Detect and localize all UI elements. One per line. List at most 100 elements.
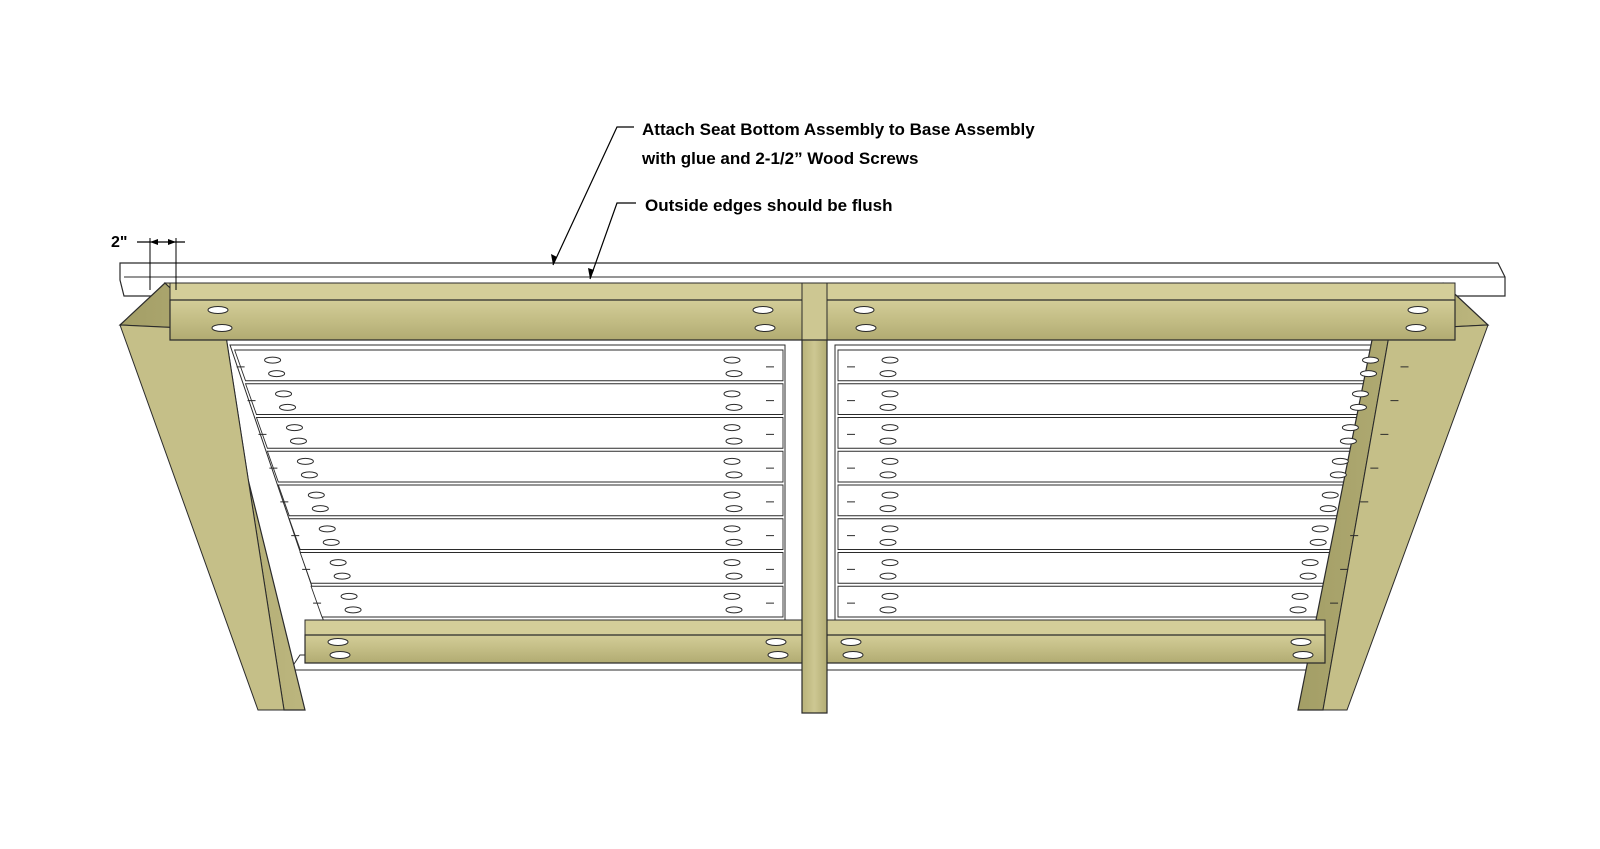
- attach-instruction-line-1: Attach Seat Bottom Assembly to Base Asse…: [642, 120, 1035, 139]
- pocket-hole: [723, 491, 741, 499]
- attach-instruction-line-2: with glue and 2-1/2” Wood Screws: [642, 149, 919, 168]
- pocket-hole: [725, 437, 743, 445]
- rail-pocket-hole: [842, 651, 864, 659]
- pocket-hole: [285, 424, 303, 432]
- pocket-hole: [289, 437, 307, 445]
- slat: [277, 484, 784, 517]
- pocket-hole: [1339, 437, 1357, 445]
- pocket-hole: [268, 370, 286, 378]
- pocket-hole: [1341, 424, 1359, 432]
- slat: [299, 552, 784, 584]
- rail-pocket-hole: [1290, 638, 1312, 646]
- slats-right: [837, 349, 1412, 618]
- slat: [288, 518, 784, 550]
- rail-pocket-hole: [327, 638, 349, 646]
- pocket-hole: [1351, 390, 1369, 398]
- pocket-hole: [1329, 471, 1347, 479]
- pocket-hole: [1319, 505, 1337, 513]
- pocket-hole: [1321, 491, 1339, 499]
- pocket-hole: [723, 525, 741, 533]
- slat: [837, 349, 1412, 382]
- rail-pocket-hole: [329, 651, 351, 659]
- pocket-hole: [725, 403, 743, 411]
- pocket-hole: [311, 505, 329, 513]
- pocket-hole: [725, 572, 743, 580]
- pocket-hole: [723, 424, 741, 432]
- pocket-hole: [1311, 525, 1329, 533]
- pocket-hole: [307, 491, 325, 499]
- rail-pocket-hole: [840, 638, 862, 646]
- slat: [837, 585, 1341, 618]
- slat: [244, 383, 784, 415]
- pocket-hole: [879, 370, 897, 378]
- slat: [837, 417, 1392, 449]
- pocket-hole: [881, 424, 899, 432]
- pocket-hole: [879, 538, 897, 546]
- pocket-hole: [725, 606, 743, 614]
- slat: [837, 518, 1361, 550]
- slat: [255, 417, 784, 449]
- pocket-hole: [1362, 356, 1380, 364]
- dimension-marker: [137, 238, 185, 290]
- pocket-hole: [322, 538, 340, 546]
- flush-leader-line: [588, 202, 636, 280]
- pocket-hole: [344, 606, 362, 614]
- pocket-hole: [725, 538, 743, 546]
- pocket-hole: [725, 370, 743, 378]
- rail-pocket-hole: [853, 306, 875, 314]
- pocket-hole: [881, 525, 899, 533]
- slat: [837, 484, 1371, 517]
- pocket-hole: [723, 356, 741, 364]
- pocket-hole: [1299, 572, 1317, 580]
- rail-pocket-hole: [765, 638, 787, 646]
- pocket-hole: [300, 471, 318, 479]
- pocket-hole: [723, 592, 741, 600]
- rail-pocket-hole: [1405, 324, 1427, 332]
- pocket-hole: [1349, 403, 1367, 411]
- pocket-hole: [881, 592, 899, 600]
- pocket-hole: [1331, 457, 1349, 465]
- pocket-hole: [264, 356, 282, 364]
- pocket-hole: [333, 572, 351, 580]
- slat: [310, 585, 784, 618]
- pocket-hole: [879, 471, 897, 479]
- rail-pocket-hole: [1407, 306, 1429, 314]
- center-stretcher: [801, 282, 828, 714]
- pocket-hole: [879, 572, 897, 580]
- pocket-hole: [881, 457, 899, 465]
- pocket-hole: [879, 606, 897, 614]
- pocket-hole: [723, 559, 741, 567]
- flush-note: Outside edges should be flush: [645, 196, 893, 215]
- rail-pocket-hole: [752, 306, 774, 314]
- attach-leader-line: [551, 126, 634, 266]
- pocket-hole: [881, 356, 899, 364]
- pocket-hole: [1309, 538, 1327, 546]
- pocket-hole: [296, 457, 314, 465]
- slat: [837, 552, 1351, 584]
- pocket-hole: [318, 525, 336, 533]
- pocket-hole: [1291, 592, 1309, 600]
- pocket-hole: [879, 403, 897, 411]
- slat: [837, 383, 1402, 415]
- pocket-hole: [879, 437, 897, 445]
- pocket-hole: [340, 592, 358, 600]
- slat: [233, 349, 784, 382]
- rail-pocket-hole: [855, 324, 877, 332]
- pocket-hole: [725, 505, 743, 513]
- slats-left: [233, 349, 784, 618]
- pocket-hole: [1289, 606, 1307, 614]
- pocket-holes: [207, 306, 1429, 659]
- pocket-hole: [881, 559, 899, 567]
- rail-pocket-hole: [767, 651, 789, 659]
- slat: [266, 450, 784, 483]
- pocket-hole: [275, 390, 293, 398]
- slat: [837, 450, 1381, 483]
- pocket-hole: [881, 390, 899, 398]
- pocket-hole: [1360, 370, 1378, 378]
- pocket-hole: [1301, 559, 1319, 567]
- pocket-hole: [723, 390, 741, 398]
- pocket-hole: [329, 559, 347, 567]
- dimension-label: 2": [111, 234, 128, 251]
- rail-pocket-hole: [1292, 651, 1314, 659]
